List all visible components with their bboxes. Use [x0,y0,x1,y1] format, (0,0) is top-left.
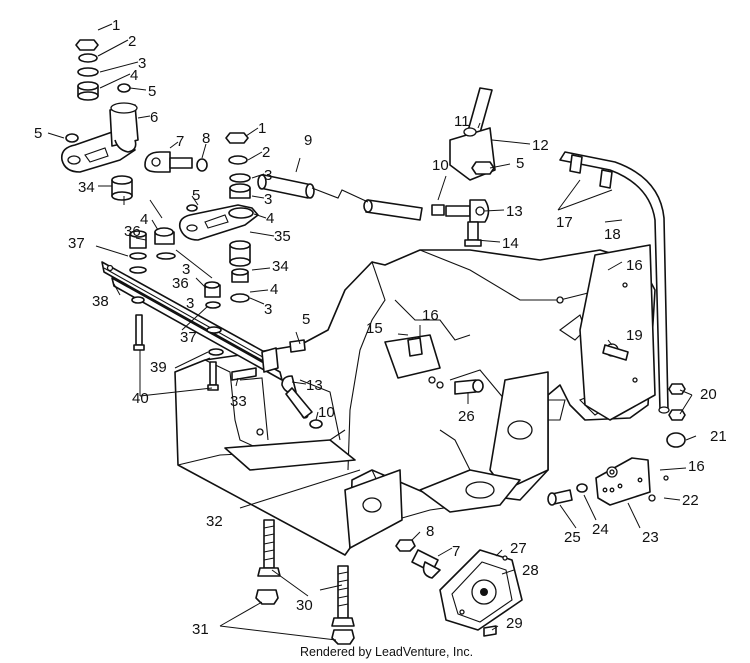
callout-5d: 5 [516,155,524,172]
side-plate [579,244,656,421]
callout-26: 26 [458,408,475,425]
plate-23 [547,457,669,506]
callout-9: 9 [304,132,312,149]
leader-lines [47,23,697,641]
callout-3a: 3 [138,55,146,72]
rod-end-13a [431,199,490,247]
callout-21: 21 [710,428,727,445]
callout-36a: 36 [124,223,141,240]
steering-lever [449,87,496,181]
rod-end-13b [281,339,323,429]
callout-28: 28 [522,562,539,579]
callout-39: 39 [150,359,167,376]
hardware-stack-left [65,39,131,143]
callout-5a: 5 [148,83,156,100]
rod-end-7b [395,539,441,579]
callout-10a: 10 [432,157,449,174]
spring-bar-38 [101,261,283,381]
callout-1b: 1 [258,120,266,137]
callout-35: 35 [274,228,291,245]
callout-30: 30 [296,597,313,614]
callout-17: 17 [556,214,573,231]
hardware-stack-mid [186,132,251,212]
handle-tube [559,151,670,414]
mount-28 [439,549,523,637]
callout-40: 40 [132,390,149,407]
callout-8b: 8 [426,523,434,540]
callout-11: 11 [454,113,470,130]
callout-25: 25 [564,529,581,546]
callout-14: 14 [502,235,519,252]
callout-29: 29 [506,615,523,632]
nuts-31 [255,589,355,645]
callout-3d-left: 3 [186,295,194,312]
callout-16a: 16 [626,257,643,274]
callout-16b: 16 [422,307,439,324]
callout-32: 32 [206,513,223,530]
callout-38: 38 [92,293,109,310]
pivot-arm-6 [60,102,139,173]
callout-31: 31 [192,621,209,638]
bolts-30 [257,519,355,627]
callout-34a: 34 [78,179,95,196]
callout-34b: 34 [272,258,289,275]
link-tube-9 [257,174,423,221]
callout-4d: 4 [270,281,278,298]
callout-22: 22 [682,492,699,509]
main-frame [174,249,656,556]
callout-5c: 5 [192,187,200,204]
callout-3c-mid: 3 [264,191,272,208]
callout-1a: 1 [112,17,120,34]
bolts-40 [133,314,279,391]
callout-24: 24 [592,521,609,538]
spacers-36 [129,227,224,356]
callout-2a: 2 [128,33,136,50]
nuts-20 [668,383,686,421]
callout-15: 15 [366,320,383,337]
callout-3d: 3 [264,301,272,318]
callout-8a: 8 [202,130,210,147]
callout-12: 12 [532,137,549,154]
callout-3c: 3 [182,261,190,278]
bracket-15 [384,334,441,384]
callout-36b: 36 [172,275,189,292]
callout-4c: 4 [140,211,148,228]
callout-10b: 10 [318,404,335,421]
callout-6: 6 [150,109,158,126]
callout-20: 20 [700,386,717,403]
spacer-34a [111,175,133,201]
pivot-arm-35 [178,204,259,241]
callout-4a: 4 [130,67,138,84]
callout-37a: 37 [68,235,85,252]
callout-19: 19 [626,327,643,344]
render-credit: Rendered by LeadVenture, Inc. [300,645,474,659]
callout-13b: 13 [306,377,323,394]
bolt-26 [454,379,484,395]
callout-13a: 13 [506,203,523,220]
callout-7a: 7 [176,133,184,150]
bolt-19 [602,344,629,361]
callout-27: 27 [510,540,527,557]
callout-33: 33 [230,393,247,410]
cap-21 [666,432,686,448]
callout-5b: 5 [34,125,42,142]
callout-2b: 2 [262,144,270,161]
callout-37b: 37 [180,329,197,346]
callout-3b: 3 [264,167,272,184]
callout-7b: 7 [452,543,460,560]
callout-5e: 5 [302,311,310,328]
rod-end-7a [144,151,208,173]
callout-18: 18 [604,226,621,243]
callout-labels: 1 2 3 4 5 5 6 7 8 1 2 9 3 5 3 4 34 35 11… [34,17,727,638]
callout-16c: 16 [688,458,705,475]
callout-23: 23 [642,529,659,546]
callout-4b: 4 [266,210,274,227]
hardware-stack-right [229,240,251,303]
